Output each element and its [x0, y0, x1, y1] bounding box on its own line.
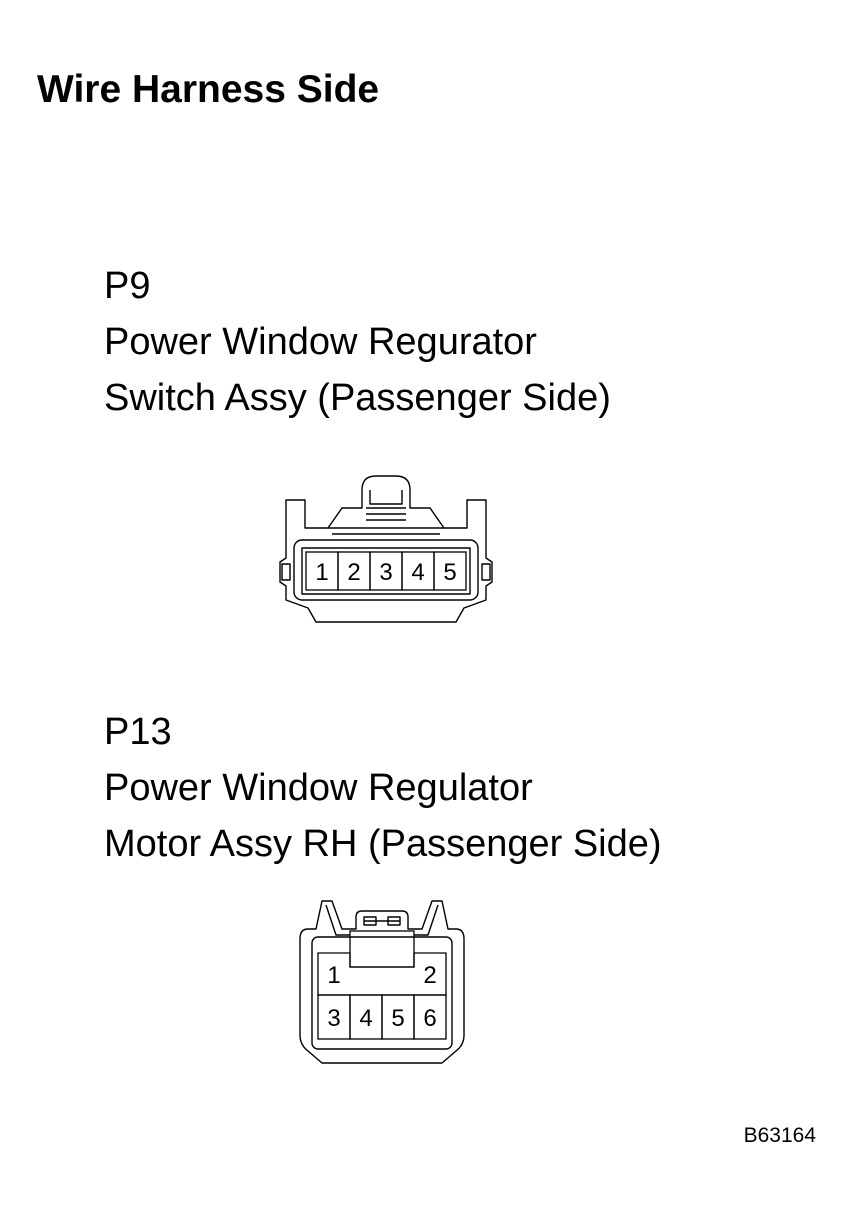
pin-number: 5 [443, 559, 456, 586]
pin-number: 4 [359, 1005, 372, 1032]
pin-number: 3 [379, 559, 392, 586]
pin-number: 1 [315, 559, 328, 586]
connector-name-line: Power Window Regulator [104, 767, 533, 809]
connector-p9-label: P9 Power Window Regurator Switch Assy (P… [104, 258, 611, 426]
connector-name-line: Switch Assy (Passenger Side) [104, 377, 611, 419]
pin-number: 6 [423, 1005, 436, 1032]
connector-id: P9 [104, 265, 151, 307]
pin-number: 2 [347, 559, 360, 586]
pin-number: 1 [327, 962, 340, 989]
pin-number: 2 [423, 962, 436, 989]
pin-number: 5 [391, 1005, 404, 1032]
page-title: Wire Harness Side [37, 68, 380, 111]
connector-id: P13 [104, 711, 172, 753]
pin-cell [413, 994, 447, 1040]
center-key [349, 930, 415, 968]
connector-p13-label: P13 Power Window Regulator Motor Assy RH… [104, 704, 662, 872]
connector-name-line: Power Window Regurator [104, 321, 537, 363]
pin-cell [433, 551, 467, 591]
pin-number: 4 [411, 559, 424, 586]
pin-number: 3 [327, 1005, 340, 1032]
figure-code: B63164 [743, 1124, 816, 1147]
connector-name-line: Motor Assy RH (Passenger Side) [104, 823, 662, 865]
